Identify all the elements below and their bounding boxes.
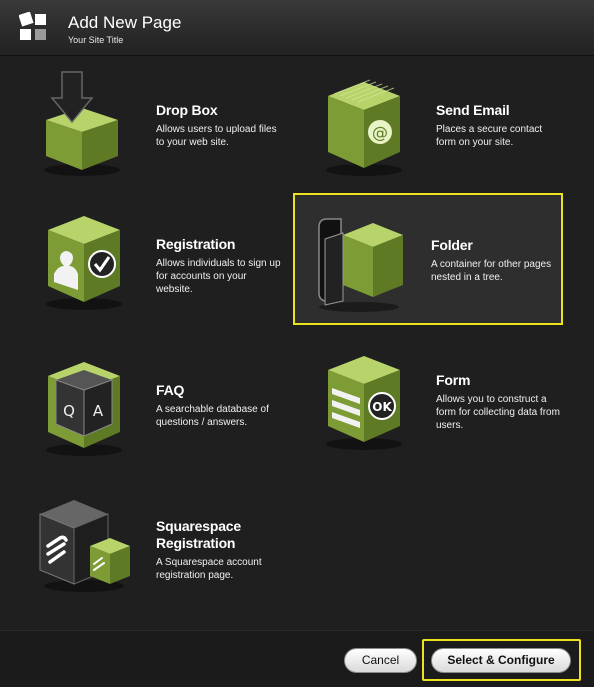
page-type-squarespace-registration[interactable]: Squarespace Registration A Squarespace a… xyxy=(6,480,276,612)
form-ok-glyph: OK xyxy=(372,400,392,414)
squarespace-registration-icon xyxy=(39,500,130,592)
drop-box-icon xyxy=(44,71,120,176)
page-type-registration[interactable]: Registration Allows individuals to sign … xyxy=(6,198,281,330)
form-icon: OK xyxy=(326,356,402,450)
page-type-title: FAQ xyxy=(156,382,185,398)
faq-a-glyph: A xyxy=(93,402,104,420)
page-type-description: A searchable database of questions / ans… xyxy=(156,404,269,428)
dialog-title: Add New Page xyxy=(68,13,182,32)
page-type-description: A container for other pages nested in a … xyxy=(431,259,552,283)
page-type-faq[interactable]: Q A FAQ A searchable database of questio… xyxy=(6,344,276,476)
page-type-title: Squarespace Registration xyxy=(156,518,241,551)
faq-q-glyph: Q xyxy=(63,402,75,420)
page-type-description: Allows you to construct a form for colle… xyxy=(436,394,560,431)
page-type-description: Allows users to upload files to your web… xyxy=(156,124,277,148)
page-type-title: Registration xyxy=(156,236,236,252)
page-type-description: A Squarespace account registration page. xyxy=(156,557,262,581)
page-type-grid: Drop Box Allows users to upload files to… xyxy=(0,56,594,630)
page-type-title: Drop Box xyxy=(156,102,218,118)
page-type-form[interactable]: OK Form Allows you to construct a form f… xyxy=(286,338,560,470)
folder-icon xyxy=(318,218,403,312)
email-at-glyph: @ xyxy=(372,123,388,142)
page-type-description: Allows individuals to sign up for accoun… xyxy=(156,258,281,295)
page-type-send-email[interactable]: @ Send Email Places a secure contact for… xyxy=(286,64,556,196)
dialog-footer: Cancel Select & Configure xyxy=(0,630,594,687)
dialog-header: Add New Page Your Site Title xyxy=(0,0,594,56)
send-email-icon: @ xyxy=(326,79,402,176)
cancel-button[interactable]: Cancel xyxy=(344,648,417,673)
faq-icon: Q A xyxy=(46,362,122,456)
page-type-description: Places a secure contact form on your sit… xyxy=(436,124,543,148)
page-type-title: Folder xyxy=(431,237,473,253)
page-type-title: Form xyxy=(436,372,471,388)
page-type-drop-box[interactable]: Drop Box Allows users to upload files to… xyxy=(6,64,277,196)
registration-icon xyxy=(46,216,122,310)
select-and-configure-button[interactable]: Select & Configure xyxy=(431,648,571,673)
site-title: Your Site Title xyxy=(68,35,124,45)
page-type-title: Send Email xyxy=(436,102,510,118)
squarespace-logo-icon xyxy=(19,12,46,40)
configure-button-highlight xyxy=(422,639,581,681)
page-type-folder[interactable]: Folder A container for other pages neste… xyxy=(293,193,563,325)
